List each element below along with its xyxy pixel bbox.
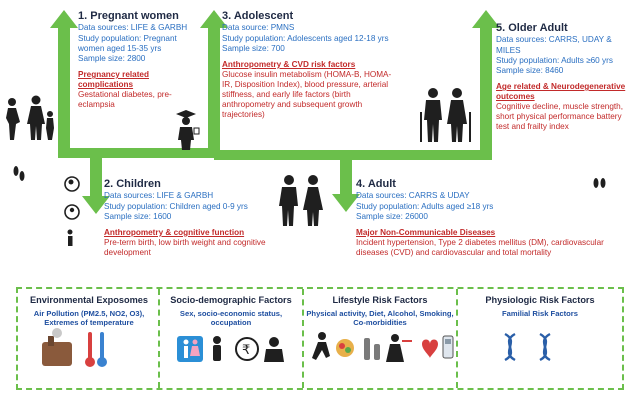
study-population: Study population: Pregnant women aged 15…	[78, 33, 177, 53]
risk-factors-panel: Environmental Exposomes Air Pollution (P…	[16, 287, 624, 390]
risk-text: Incident hypertension, Type 2 diabetes m…	[356, 237, 604, 257]
stage-adult: 4. Adult Data sources: CARRS & UDAY Stud…	[356, 178, 618, 258]
data-sources: Data source: PMNS	[222, 23, 295, 33]
study-population: Study population: Adolescents aged 12-18…	[222, 33, 389, 43]
arrow-pregnant-head	[50, 10, 78, 28]
thermometer-icon	[85, 332, 107, 367]
stage-adolescent: 3. Adolescent Data source: PMNS Study po…	[222, 10, 394, 121]
stage-older-adult: 5. Older Adult Data sources: CARRS, UDAY…	[496, 22, 634, 132]
footprints-icon	[13, 166, 25, 181]
fetus-icon	[64, 176, 80, 192]
risk-heading: Pregnancy related complications	[78, 70, 149, 89]
arrow-older-head	[472, 10, 500, 28]
data-sources: Data sources: LIFE & GARBH	[78, 23, 188, 33]
mother-child-icon	[27, 95, 54, 140]
arrow-children-head	[82, 196, 110, 214]
factor-divider	[456, 289, 458, 388]
arrow-older-up	[480, 24, 492, 160]
risk-heading: Anthropometry & cognitive function	[104, 227, 245, 237]
risk-heading: Anthropometry & CVD risk factors	[222, 59, 356, 69]
factor-divider	[158, 289, 160, 388]
food-icon	[336, 339, 354, 357]
data-sources: Data sources: LIFE & GARBH	[104, 191, 214, 201]
alcohol-icon	[364, 338, 380, 360]
factor-divider	[302, 289, 304, 388]
stage-title: 2. Children	[104, 178, 161, 190]
physiologic-text: Familial Risk Factors	[502, 309, 578, 318]
data-sources: Data sources: CARRS, UDAY & MILES	[496, 35, 612, 55]
exercise-icon	[312, 332, 330, 360]
lifestyle-title: Lifestyle Risk Factors	[332, 295, 428, 305]
risk-text: Cognitive decline, muscle strength, shor…	[496, 101, 623, 132]
arrow-adolescent-head	[200, 10, 228, 28]
child-icon	[67, 229, 73, 246]
study-population: Study population: Children aged 0-9 yrs	[104, 201, 248, 211]
sample-size: Sample size: 700	[222, 43, 285, 53]
elderly-couple-icon	[420, 88, 471, 142]
heart-icon	[422, 339, 438, 358]
factory-icon	[42, 328, 72, 366]
risk-heading: Age related & Neurodegenerative outcomes	[496, 82, 626, 101]
stage-title: 3. Adolescent	[222, 10, 294, 22]
smoking-icon	[386, 334, 412, 362]
baby-icon	[64, 204, 80, 220]
diabetes-icon	[442, 335, 454, 359]
physiologic-title: Physiologic Risk Factors	[485, 295, 595, 305]
rupee-icon: ₹	[235, 337, 259, 361]
arrow-adult-down	[340, 150, 352, 196]
environmental-text: Air Pollution (PM2.5, NO2, O3), Extremes…	[33, 309, 145, 328]
socio-title: Socio-demographic Factors	[170, 295, 292, 305]
socio-text: Sex, socio-economic status, occupation	[179, 309, 283, 328]
risk-heading: Major Non-Communicable Diseases	[356, 227, 496, 237]
arrow-adolescent-up	[208, 24, 220, 158]
arrow-adult-head	[332, 194, 360, 212]
gender-icon	[177, 336, 203, 362]
stage-pregnant-women: 1. Pregnant women Data sources: LIFE & G…	[78, 10, 198, 110]
pregnant-woman-icon	[6, 98, 20, 140]
risk-text: Glucose insulin metabolism (HOMA-B, HOMA…	[222, 69, 392, 120]
stage-children: 2. Children Data sources: LIFE & GARBH S…	[104, 178, 284, 258]
risk-text: Gestational diabetes, pre-eclampsia	[78, 89, 172, 109]
feet-icon	[593, 178, 606, 188]
person-icon	[213, 336, 221, 361]
graduate-icon	[176, 110, 200, 150]
worker-icon	[264, 337, 284, 362]
data-sources: Data sources: CARRS & UDAY	[356, 191, 470, 201]
svg-text:₹: ₹	[242, 343, 250, 358]
stage-title: 5. Older Adult	[496, 22, 568, 34]
arrow-pregnant-up	[58, 24, 70, 154]
study-population: Study population: Adults ≥60 yrs	[496, 55, 613, 65]
sample-size: Sample size: 1600	[104, 211, 172, 221]
lifestyle-text: Physical activity, Diet, Alcohol, Smokin…	[306, 309, 454, 328]
environmental-title: Environmental Exposomes	[30, 295, 148, 305]
couple-icon	[279, 175, 323, 226]
stage-title: 1. Pregnant women	[78, 10, 179, 22]
study-population: Study population: Adults aged ≥18 yrs	[356, 201, 494, 211]
sample-size: Sample size: 2800	[78, 53, 146, 63]
sample-size: Sample size: 8460	[496, 65, 564, 75]
dna-icon	[504, 332, 551, 362]
sample-size: Sample size: 26000	[356, 211, 428, 221]
stage-title: 4. Adult	[356, 178, 396, 190]
risk-text: Pre-term birth, low birth weight and cog…	[104, 237, 266, 257]
